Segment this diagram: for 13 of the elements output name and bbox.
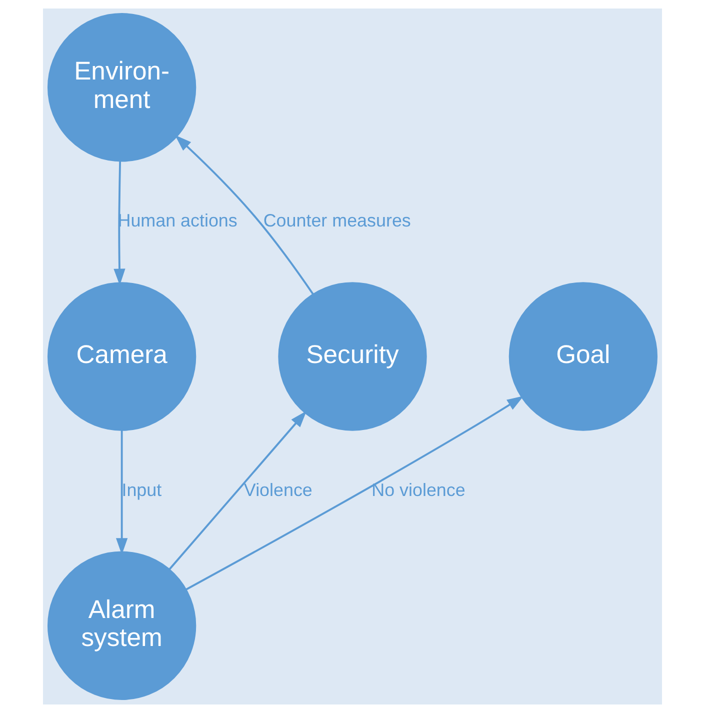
edge-label: Counter measures — [262, 210, 410, 231]
arrow — [113, 161, 125, 286]
node-circle: Camera — [46, 282, 196, 431]
edge-label: Violence — [243, 480, 312, 500]
node-circle: Security — [278, 282, 426, 431]
node-circle: Alarm system — [46, 551, 196, 700]
edge-label: Input — [121, 480, 162, 500]
arrow — [174, 135, 314, 295]
node-circle: Goal — [508, 282, 658, 431]
arrow — [185, 396, 524, 590]
node-circle: Environ-ment — [46, 13, 196, 162]
edge-label: No violence — [371, 480, 465, 500]
arrow — [168, 410, 306, 570]
